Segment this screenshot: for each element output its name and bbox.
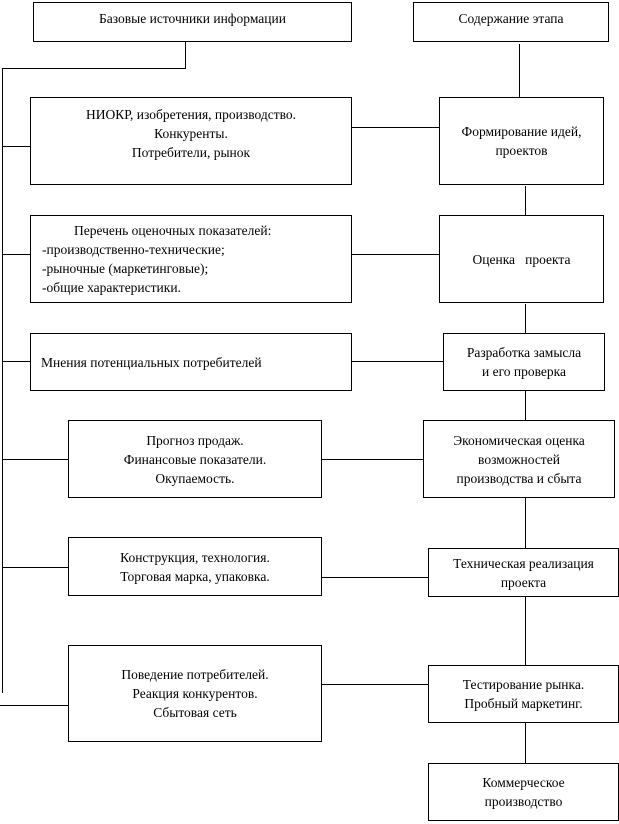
source-text: Конкуренты. [154, 126, 228, 141]
stage-box-ideas: Формирование идей, проектов [439, 97, 604, 185]
connector [2, 146, 31, 147]
source-text: Мнения потенциальных потребителей [41, 354, 262, 370]
connector [322, 684, 428, 685]
header-sources: Базовые источники информации [33, 2, 352, 42]
connector [525, 497, 526, 548]
stage-text: Тестирование рынка. [462, 677, 585, 692]
connector [525, 722, 526, 763]
header-stages-label: Содержание этапа [458, 11, 564, 26]
stage-text: Техническая реализация [453, 555, 594, 571]
stage-text: Разработка замысла [466, 345, 582, 360]
stage-text: Пробный маркетинг. [464, 696, 583, 711]
source-box-design: Конструкция, технология. Торговая марка,… [68, 537, 322, 596]
source-text: Реакция конкурентов. [132, 686, 258, 701]
connector [322, 459, 428, 460]
stage-text: проектов [495, 143, 548, 158]
connector [322, 577, 428, 578]
connector [525, 391, 526, 420]
stage-text: производство [484, 794, 563, 809]
connector [185, 41, 186, 68]
connector [525, 304, 526, 333]
source-text: Прогноз продаж. [146, 432, 244, 448]
source-text: Сбытовая сеть [153, 705, 237, 720]
stage-text: Формирование идей, [461, 124, 582, 139]
source-box-indicators: Перечень оценочных показателей: -произво… [30, 215, 352, 303]
connector [2, 68, 186, 69]
connector [2, 254, 31, 255]
source-text: Потребители, рынок [131, 145, 251, 160]
stage-text: проекта [500, 574, 547, 590]
stage-box-technical: Техническая реализация проекта [428, 548, 619, 597]
stage-text: производства и сбыта [456, 470, 582, 486]
source-text: Торговая марка, упаковка. [120, 568, 270, 584]
stage-box-commercial: Коммерческое производство [428, 763, 619, 821]
connector [2, 361, 31, 362]
header-sources-label: Базовые источники информации [99, 11, 286, 26]
connector [525, 596, 526, 665]
source-text: -общие характеристики. [42, 280, 181, 295]
connector [0, 705, 69, 706]
connector [2, 567, 69, 568]
stage-text: Экономическая оценка [453, 432, 585, 448]
source-text: Окупаемость. [155, 470, 235, 486]
stage-text: возможностей [478, 451, 560, 467]
stage-box-concept: Разработка замысла и его проверка [443, 333, 605, 391]
source-title: Перечень оценочных показателей: [74, 223, 272, 238]
source-text: Конструкция, технология. [120, 549, 270, 565]
header-stages: Содержание этапа [413, 2, 609, 42]
stage-box-testing: Тестирование рынка. Пробный маркетинг. [428, 665, 619, 723]
connector [351, 254, 440, 255]
source-text: -производственно-технические; [42, 242, 225, 257]
stage-text: Оценка проекта [472, 251, 571, 267]
connector [525, 186, 526, 215]
stage-text: и его проверка [481, 364, 567, 379]
source-text: -рыночные (маркетинговые); [42, 261, 209, 276]
connector [2, 459, 69, 460]
stage-box-evaluation: Оценка проекта [439, 215, 604, 303]
source-box-opinions: Мнения потенциальных потребителей [30, 333, 352, 391]
connector [351, 361, 444, 362]
connector [351, 127, 440, 128]
stage-text: Коммерческое [482, 775, 565, 790]
source-box-behavior: Поведение потребителей. Реакция конкурен… [68, 645, 322, 742]
source-text: НИОКР, изобретения, производство. [85, 107, 297, 122]
source-bus-line [2, 68, 3, 693]
source-text: Финансовые показатели. [123, 451, 267, 467]
stage-box-economic: Экономическая оценка возможностей произв… [423, 420, 615, 498]
source-box-forecast: Прогноз продаж. Финансовые показатели. О… [68, 420, 322, 498]
source-box-rnd: НИОКР, изобретения, производство. Конкур… [30, 97, 352, 185]
source-text: Поведение потребителей. [121, 667, 269, 682]
connector [519, 44, 520, 97]
